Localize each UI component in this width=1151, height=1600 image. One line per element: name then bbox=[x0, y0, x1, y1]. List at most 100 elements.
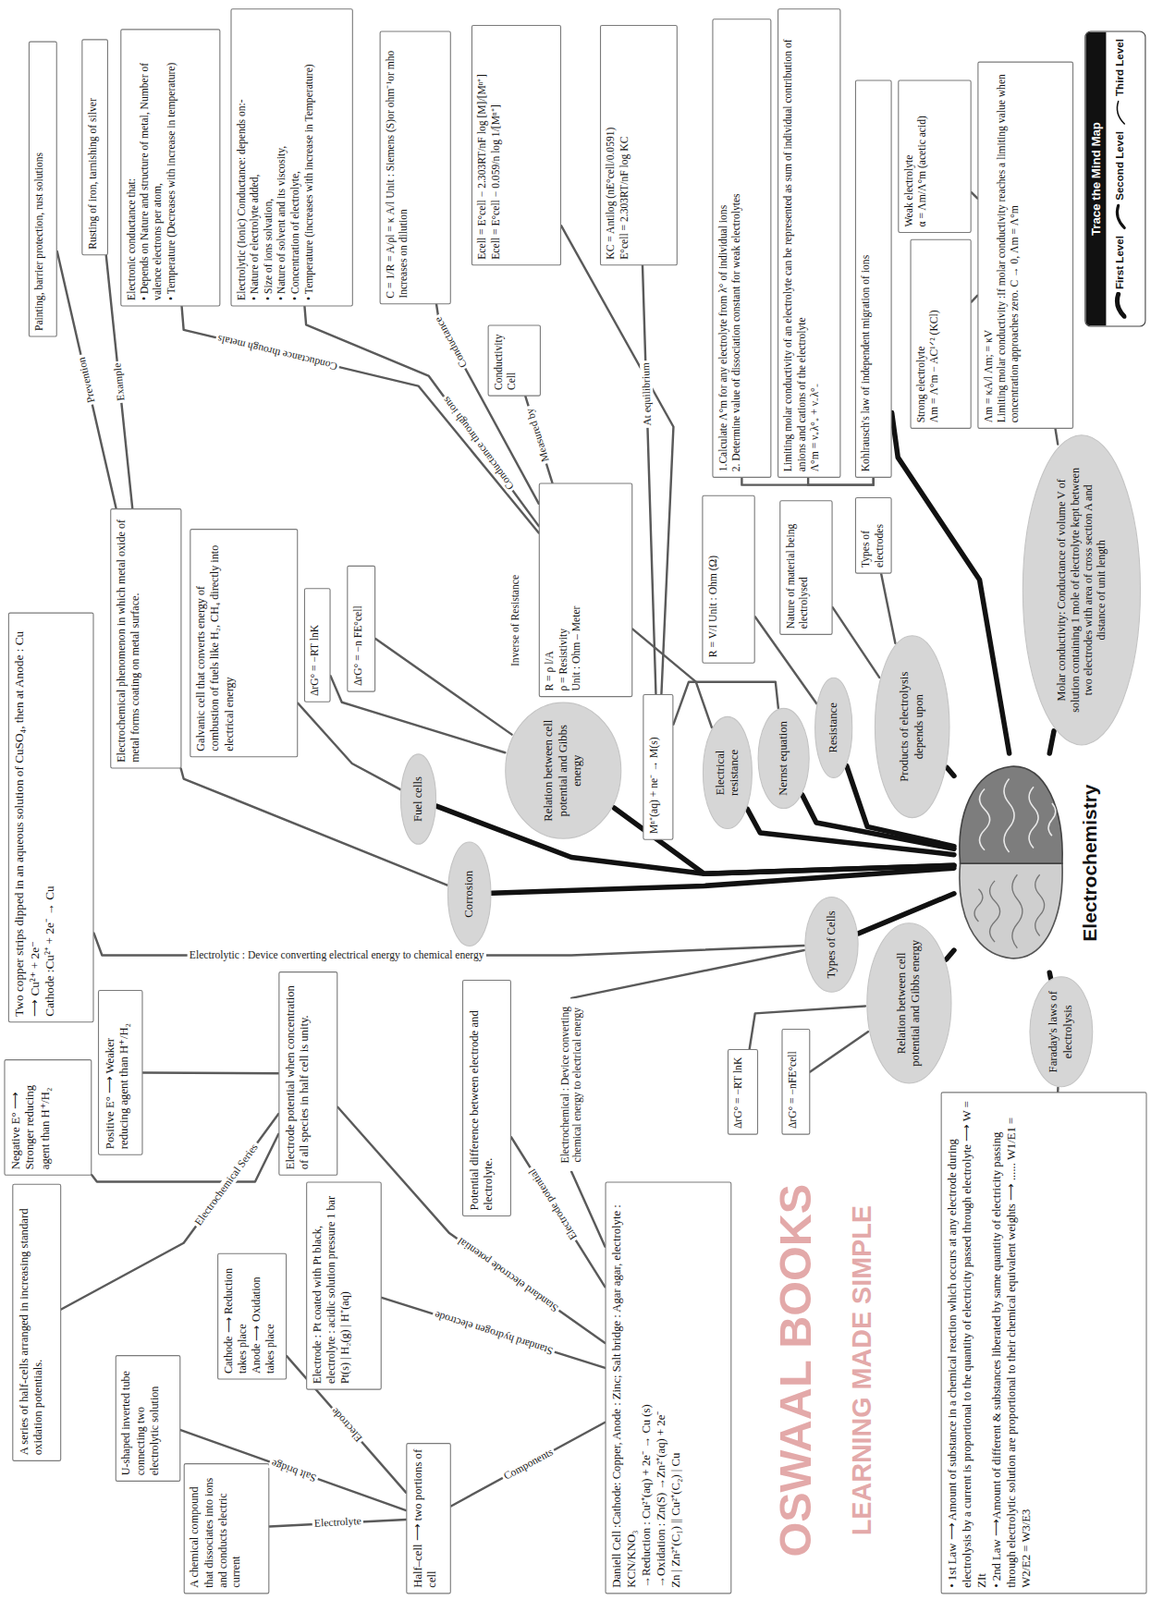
legend-item: First Level bbox=[1112, 235, 1127, 319]
node-text: Increases on dilution bbox=[396, 36, 410, 299]
node-text: Molar conductivity: Conductance of volum… bbox=[1054, 466, 1109, 714]
info-box: Electrode potential when concentration o… bbox=[278, 971, 338, 1176]
topic-ellipse: Types of Cells bbox=[804, 895, 860, 993]
edge-label: Electrode bbox=[327, 1403, 367, 1446]
connector bbox=[746, 808, 955, 855]
ellipse-outline bbox=[758, 708, 809, 809]
connector bbox=[945, 950, 954, 960]
info-box: Cathode ⟶ Reduction takes placeAnode ⟶ O… bbox=[217, 1253, 287, 1381]
info-box: Λm = κA/l Λm; = κVLimiting molar conduct… bbox=[977, 61, 1074, 429]
node-text: Zn | Zn²⁺(C₁) || Cu²⁺(C₂) | Cu bbox=[667, 1187, 683, 1589]
connector bbox=[809, 1031, 869, 1072]
ellipse-text: Fuel cells bbox=[411, 763, 426, 835]
node-text: ρ = Resistivity bbox=[556, 489, 570, 692]
node-text: • Depends on Nature and structure of met… bbox=[137, 35, 165, 301]
node-text: ΔrG° = −nFE°cell bbox=[785, 1035, 799, 1130]
node-text: ΔrG° = −RT lnK bbox=[307, 594, 321, 697]
legend-text: First Level bbox=[1113, 235, 1126, 290]
ellipse-text: Corrosion bbox=[462, 852, 477, 936]
topic-ellipse: Corrosion bbox=[446, 841, 492, 948]
connector bbox=[832, 607, 881, 678]
info-box: C = 1/R = A/ρl = κ A/l Unit : Siemens (S… bbox=[379, 31, 452, 306]
info-box: U-shaped inverted tube connecting two el… bbox=[115, 1355, 182, 1482]
edge-label: Standard electrode potential bbox=[453, 1234, 563, 1317]
edge-label: Conductance bbox=[430, 312, 471, 371]
node-text: α = Λm/Λ°m (acetic acid) bbox=[915, 85, 929, 227]
node-text: Electrolytic (Ionic) Conductance: depend… bbox=[234, 14, 248, 301]
node-text: Painting, barrier protection, rust solut… bbox=[32, 47, 46, 331]
topic-ellipse: Relation between cell potential and Gibb… bbox=[502, 701, 624, 841]
ellipse-outline bbox=[505, 702, 622, 839]
node-text: Anode ⟶ Oxidation takes place bbox=[249, 1259, 278, 1374]
ellipse-text: Nernst equation bbox=[776, 718, 791, 798]
legend-item: Second Level bbox=[1112, 131, 1127, 231]
info-box: Kohlrausch's law of independent migratio… bbox=[855, 79, 893, 478]
info-box: Painting, barrier protection, rust solut… bbox=[28, 41, 58, 338]
info-box: Limiting molar conductivity of an electr… bbox=[777, 8, 841, 478]
ellipse-outline bbox=[867, 923, 952, 1084]
node-text: R = ρ l/A bbox=[542, 489, 556, 692]
node-text: Unit : Ohm – Meter bbox=[569, 489, 583, 692]
info-box: Electronic conductance that:• Depends on… bbox=[120, 28, 221, 307]
node-text: Nature of material being electrolysed bbox=[783, 506, 811, 629]
node-text: • 1st Law ⟶ Amount of substance in a che… bbox=[944, 1098, 990, 1589]
connector bbox=[946, 767, 955, 776]
ellipse-text: Types of Cells bbox=[824, 906, 839, 983]
ellipse-outline bbox=[1029, 977, 1093, 1088]
info-box: Nature of material being electrolysed bbox=[779, 500, 833, 636]
connector bbox=[436, 806, 955, 874]
info-box: Rusting of iron, tarnishing of silver bbox=[81, 38, 109, 256]
edge-label: At equilibrium bbox=[638, 360, 654, 429]
node-text: Relation between cell potential and Gibb… bbox=[894, 939, 923, 1067]
legend-title: Trace the Mind Map bbox=[1085, 32, 1106, 327]
legend-line-sample bbox=[1112, 292, 1127, 319]
info-box: KC = Antilog (nE°cell/0.0591)E°cell = 2.… bbox=[599, 24, 678, 266]
node-text: Electronic conductance that: bbox=[124, 35, 138, 301]
node-text: Mⁿ⁺(aq) + ne⁻ → M(s) bbox=[647, 700, 661, 835]
connector bbox=[451, 1422, 606, 1507]
node-text: Galvanic cell that converts energy of co… bbox=[194, 535, 237, 752]
legend-text: Third Level bbox=[1113, 38, 1126, 97]
info-box: Two copper strips dipped in an aqueous s… bbox=[8, 612, 95, 1024]
info-box: Daniell Cell :Cathode: Copper, Anode : Z… bbox=[604, 1181, 732, 1594]
edge-label: Example bbox=[110, 360, 128, 405]
ellipse-outline bbox=[447, 842, 491, 946]
connector bbox=[971, 192, 979, 199]
node-text: Conductivity Cell bbox=[491, 330, 519, 391]
node-text: 2. Determine value of dissociation const… bbox=[729, 24, 743, 472]
ellipse-outline bbox=[805, 896, 858, 992]
connector bbox=[1049, 731, 1054, 754]
edge-label: Conductance through metals bbox=[214, 331, 341, 374]
info-box: Conductivity Cell bbox=[488, 324, 541, 396]
edge-label: Prevention bbox=[74, 354, 98, 406]
ellipse-text: Relation between cell potential and Gibb… bbox=[541, 716, 585, 825]
node-text: C = 1/R = A/ρl = κ A/l Unit : Siemens (S… bbox=[383, 36, 397, 299]
info-box: ΔrG° = −n FE°cell bbox=[346, 565, 376, 693]
info-box: A series of half-cells arranged in incre… bbox=[12, 1184, 62, 1462]
node-text: ΔrG° = −n FE°cell bbox=[351, 571, 365, 686]
edge-label: Standard hydrogen electrode bbox=[430, 1308, 556, 1359]
node-text: • Temperature (increases with increase i… bbox=[301, 14, 315, 301]
legend-box: Trace the Mind MapFirst Level Second Leve… bbox=[1084, 31, 1146, 328]
topic-ellipse: Fuel cells bbox=[400, 753, 438, 845]
connector bbox=[1049, 972, 1051, 980]
connector bbox=[881, 574, 895, 644]
node-text: Limiting molar conductivity :If molar co… bbox=[994, 67, 1022, 423]
topic-ellipse: Resistance bbox=[814, 676, 854, 779]
info-box: Electrolytic (Ionic) Conductance: depend… bbox=[230, 8, 353, 307]
node-text: Products of electrolysis depends upon bbox=[897, 654, 926, 800]
legend-line-sample bbox=[1112, 203, 1127, 231]
legend-item: Third Level bbox=[1112, 38, 1127, 126]
info-box: Electrochemical phenomenon in which meta… bbox=[110, 508, 182, 769]
edge-label: Components bbox=[499, 1444, 557, 1484]
edge-label: Salt bridge bbox=[267, 1456, 319, 1485]
ellipse-text: Resistance bbox=[826, 687, 841, 768]
node-text: Λ°m = ν₊λ°₊ + ν₋λ°₋ bbox=[808, 14, 821, 472]
node-text: Kohlrausch's law of independent migratio… bbox=[858, 85, 872, 472]
node-text: Two copper strips dipped in an aqueous s… bbox=[12, 618, 43, 1017]
node-text: Resistance bbox=[826, 687, 841, 768]
brain-illustration bbox=[954, 753, 1069, 973]
info-box: Negative E° ⟶ Stronger reducing agent th… bbox=[3, 1059, 92, 1176]
connector bbox=[1055, 428, 1059, 445]
node-text: U-shaped inverted tube connecting two el… bbox=[119, 1361, 162, 1477]
